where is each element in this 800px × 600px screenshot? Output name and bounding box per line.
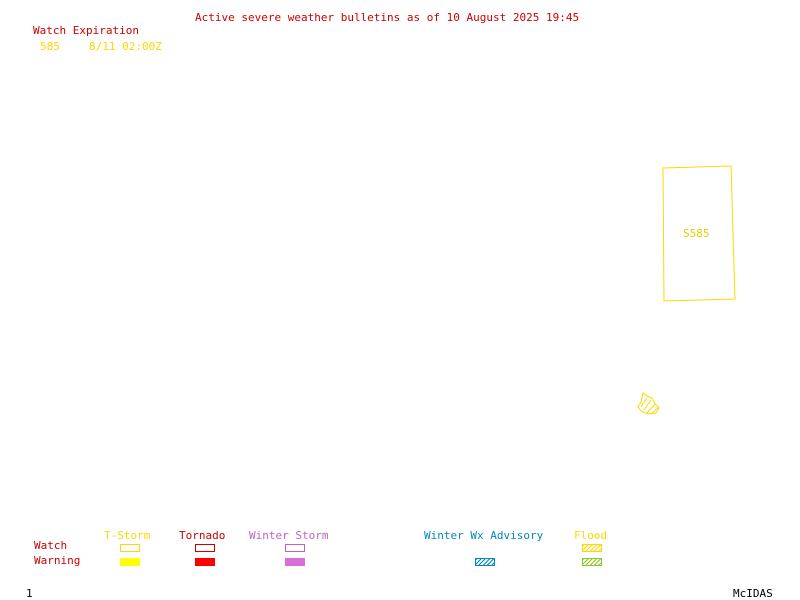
legend-winter-storm-label: Winter Storm bbox=[249, 529, 329, 542]
flood-warning-marker[interactable] bbox=[637, 392, 660, 415]
legend-tstorm-label: T-Storm bbox=[104, 529, 151, 542]
legend-watch-row-label: Watch bbox=[34, 539, 68, 552]
legend-warning-row-label: Warning bbox=[34, 554, 81, 567]
page-number: 1 bbox=[26, 587, 33, 600]
legend-flood-warning-swatch bbox=[582, 558, 602, 566]
legend-flood-watch-swatch bbox=[582, 544, 602, 552]
mcidas-brand: McIDAS bbox=[733, 587, 773, 600]
watch-expiration-heading: Watch Expiration bbox=[33, 24, 139, 37]
legend-winter-storm-watch-swatch bbox=[285, 544, 305, 552]
watch-expiration-time: 8/11 02:00Z bbox=[89, 40, 162, 53]
legend-winter-wx-advisory-swatch bbox=[475, 558, 495, 566]
legend-winter-storm-warning-swatch bbox=[285, 558, 305, 566]
legend-tstorm-warning-swatch bbox=[120, 558, 140, 566]
legend-flood-label: Flood bbox=[574, 529, 608, 542]
legend-tstorm-watch-swatch bbox=[120, 544, 140, 552]
legend-tornado-label: Tornado bbox=[179, 529, 226, 542]
watch-polygon-label: S585 bbox=[683, 227, 710, 240]
legend-tornado-warning-swatch bbox=[195, 558, 215, 566]
bulletin-title: Active severe weather bulletins as of 10… bbox=[195, 11, 580, 24]
legend-winter-wx-advisory-label: Winter Wx Advisory bbox=[424, 529, 544, 542]
watch-number: 585 bbox=[40, 40, 60, 53]
watch-polygon-585[interactable] bbox=[662, 165, 736, 302]
legend-tornado-watch-swatch bbox=[195, 544, 215, 552]
